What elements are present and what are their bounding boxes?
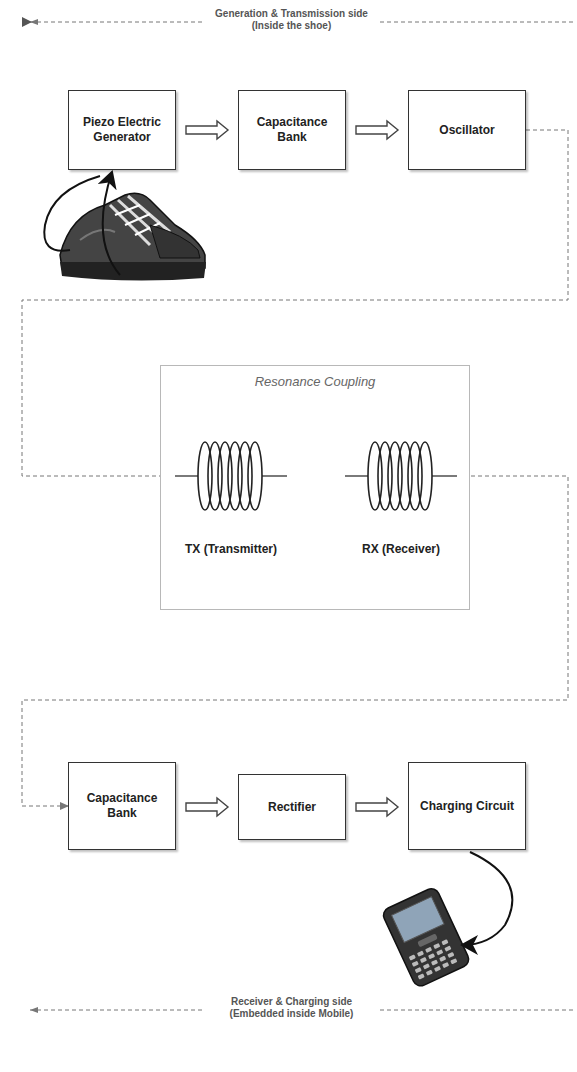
box-label: Capacitance Bank (75, 791, 169, 821)
box-label: Piezo Electric Generator (75, 115, 169, 145)
transmitter-coil: TX (Transmitter) (175, 421, 287, 561)
coil-symbol (345, 421, 457, 531)
process-box: Charging Circuit (408, 762, 526, 850)
process-box: Oscillator (408, 90, 526, 170)
side-label: Generation & Transmission side (Inside t… (205, 8, 378, 32)
shoe-illustration (44, 172, 206, 281)
box-label: Oscillator (439, 123, 494, 138)
block-arrow (356, 121, 398, 139)
process-box: Capacitance Bank (238, 90, 346, 170)
side-label: Receiver & Charging side (Embedded insid… (205, 996, 378, 1020)
phone-illustration (381, 852, 512, 988)
box-label: RX (Receiver) (362, 542, 440, 557)
box-label: Rectifier (268, 800, 316, 815)
block-arrow (186, 798, 228, 816)
box-label: Capacitance Bank (245, 115, 339, 145)
box-label: Charging Circuit (420, 799, 514, 814)
process-box: Capacitance Bank (68, 762, 176, 850)
box-label: TX (Transmitter) (185, 542, 277, 557)
process-box: Rectifier (238, 774, 346, 840)
process-box: Piezo Electric Generator (68, 90, 176, 170)
block-arrow (186, 121, 228, 139)
receiver-coil: RX (Receiver) (345, 421, 457, 561)
block-arrow (356, 798, 398, 816)
coil-symbol (175, 421, 287, 531)
region-title: Resonance Coupling (255, 374, 376, 390)
coupling-region: Resonance Coupling TX (Transmitter) RX (Re… (160, 365, 470, 610)
